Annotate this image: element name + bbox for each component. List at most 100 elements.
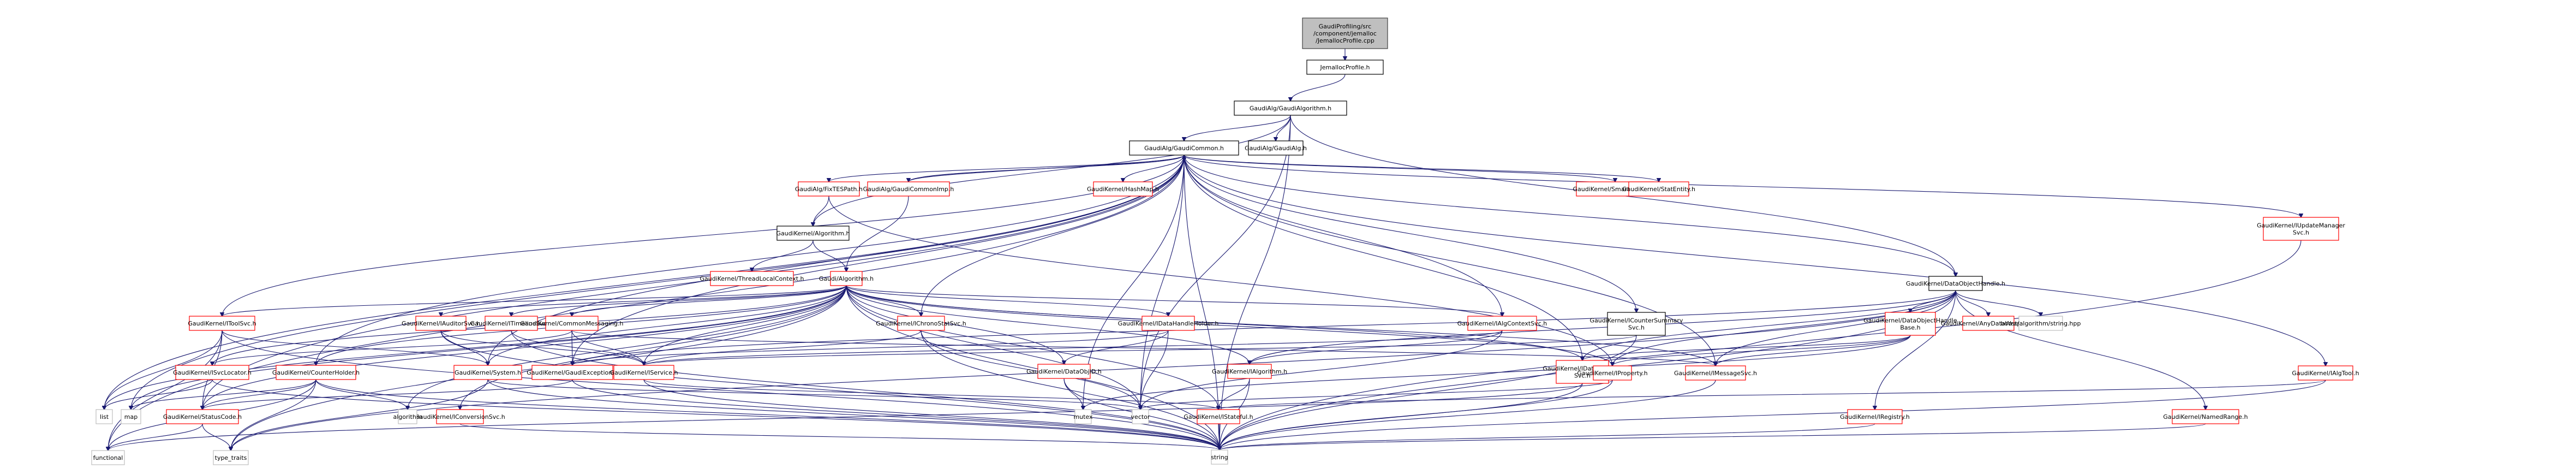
node-box (485, 316, 538, 331)
edge-isvcloc-to-list (104, 379, 213, 410)
node-iservice[interactable]: GaudiKernel/IService.h (610, 365, 678, 380)
edge-iauditorsvc-to-string (440, 330, 1220, 450)
node-gcommon[interactable]: GaudiAlg/GaudiCommon.h (1129, 140, 1239, 156)
node-ichrono[interactable]: GaudiKernel/IChronoStatSvc.h (876, 316, 966, 331)
node-galg[interactable]: GaudiAlg/GaudiAlg.h (1245, 140, 1307, 156)
node-istateful[interactable]: GaudiKernel/IStateful.h (1184, 409, 1253, 424)
edge-galgorithm-to-ialgctx (846, 285, 1502, 316)
node-jprof_h[interactable]: JemallocProfile.h (1306, 60, 1384, 75)
edge-counterholder-to-statuscode (202, 379, 316, 410)
node-tlc[interactable]: GaudiKernel/ThreadLocalContext.h (700, 271, 804, 286)
node-label: GaudiKernel/ISvcLocator.h (173, 369, 252, 376)
edge-gcommon-to-mutex (1083, 155, 1185, 410)
node-dohandle[interactable]: GaudiKernel/DataObjectHandle.h (1906, 276, 2005, 291)
edge-jprof_h-to-galgo (1290, 74, 1346, 101)
node-box (1607, 312, 1666, 336)
node-box (166, 409, 239, 424)
edge-galgorithm-to-map (131, 285, 847, 410)
node-box (1962, 316, 2015, 331)
node-label: GaudiKernel/IUpdateManager (2257, 222, 2345, 229)
node-anydata[interactable]: GaudiKernel/AnyDataWrapper.h (1941, 316, 2036, 331)
edge-galgorithm-to-itimelinesvc (511, 285, 847, 316)
node-label: JemallocProfile.h (1319, 64, 1370, 71)
edge-statuscode-to-type_traits (202, 423, 231, 451)
node-itimelinesvc[interactable]: GaudiKernel/ITimelineSvc.h (470, 316, 553, 331)
node-itoolsvc[interactable]: GaudiKernel/IToolSvc.h (188, 316, 256, 331)
node-label: GaudiKernel/StatusCode.h (163, 413, 242, 420)
node-statentity[interactable]: GaudiKernel/StatEntity.h (1622, 181, 1695, 197)
edge-gcommon-to-statuscode (202, 155, 1185, 410)
node-label: list (100, 413, 109, 420)
node-dataobjid[interactable]: GaudiKernel/DataObjID.h (1026, 364, 1102, 379)
node-box (436, 409, 484, 424)
edge-gcommonimp-to-galgorithm (846, 196, 909, 271)
node-label: GaudiKernel/CommonMessaging.h (520, 320, 623, 327)
node-box (415, 316, 467, 331)
node-box (1467, 316, 1537, 331)
node-isvcloc[interactable]: GaudiKernel/ISvcLocator.h (173, 365, 252, 380)
edge-system-to-string (487, 379, 1220, 450)
node-label: GaudiKernel/IRegistry.h (1840, 413, 1910, 420)
node-statuscode[interactable]: GaudiKernel/StatusCode.h (163, 409, 242, 424)
node-iauditorsvc[interactable]: GaudiKernel/IAuditorSvc.h (402, 316, 480, 331)
edge-iconvsvc-to-string (459, 423, 1220, 450)
node-ialgorithm[interactable]: GaudiKernel/IAlgorithm.h (1212, 364, 1287, 379)
node-box (1141, 316, 1195, 331)
node-counterholder[interactable]: GaudiKernel/CounterHolder.h (272, 365, 360, 380)
node-galgo[interactable]: GaudiAlg/GaudiAlgorithm.h (1234, 100, 1347, 116)
edge-iupdmgr-to-string (1220, 240, 2302, 450)
node-box (1129, 140, 1239, 156)
edge-galgorithm-to-imsgsvc (846, 285, 1716, 366)
node-commonmsg[interactable]: GaudiKernel/CommonMessaging.h (520, 316, 624, 331)
node-iregistry[interactable]: GaudiKernel/IRegistry.h (1840, 409, 1910, 424)
node-label: GaudiKernel/IProperty.h (1577, 370, 1647, 377)
node-box (121, 409, 141, 424)
node-box (189, 316, 255, 331)
edge-gcommon-to-itoolsvc (222, 155, 1185, 316)
edge-imsgsvc-to-string (1220, 380, 1716, 450)
node-box (398, 409, 417, 424)
node-gcommonimp[interactable]: GaudiAlg/GaudiCommonImp.h (863, 181, 954, 197)
edge-galgorithm-to-idhh (846, 285, 1168, 316)
node-box (710, 271, 794, 286)
node-box (1593, 365, 1632, 381)
node-iconvsvc[interactable]: GaudiKernel/IConversionSvc.h (415, 409, 505, 424)
node-iproperty[interactable]: GaudiKernel/IProperty.h (1577, 365, 1648, 381)
node-label: GaudiKernel/CounterHolder.h (272, 369, 360, 376)
edge-gcommon-to-ialgctx (1184, 155, 1502, 316)
node-system[interactable]: GaudiKernel/System.h (453, 365, 522, 380)
edge-counterholder-to-algorithm (315, 379, 408, 410)
node-label: GaudiKernel/IChronoStatSvc.h (876, 320, 966, 327)
node-label: GaudiKernel/IMessageSvc.h (1674, 370, 1757, 377)
node-boostalgo: boost/algorithm/string.hpp (2001, 316, 2081, 331)
edge-dohandle-to-ialgorithm (1250, 290, 1956, 364)
node-box (1628, 181, 1689, 197)
node-label: GaudiKernel/DataObjectHandle.h (1906, 280, 2005, 287)
node-label: GaudiKernel/ITimelineSvc.h (470, 320, 553, 327)
node-root[interactable]: GaudiProfiling/src/component/jemalloc/Je… (1302, 17, 1388, 49)
node-idhh[interactable]: GaudiKernel/IDataHandleHolder.h (1118, 316, 1219, 331)
edge-galgorithm-to-system (488, 285, 847, 365)
node-ialgctx[interactable]: GaudiKernel/IAlgContextSvc.h (1457, 316, 1547, 331)
node-fixtes[interactable]: GaudiAlg/FixTESPath.h (795, 181, 863, 197)
edge-ialgctx-to-iservice (644, 330, 1503, 365)
nodes-layer: GaudiProfiling/src/component/jemalloc/Je… (91, 17, 2359, 465)
node-label: GaudiKernel/IConversionSvc.h (415, 413, 505, 420)
node-label: Gaudi/Algorithm.h (819, 275, 874, 282)
node-ialgtool[interactable]: GaudiKernel/IAlgTool.h (2292, 365, 2359, 381)
node-kalgorithm[interactable]: GaudiKernel/Algorithm.h (776, 226, 850, 241)
edge-ichrono-to-vector (921, 330, 1140, 410)
node-namedrange[interactable]: GaudiKernel/NamedRange.h (2163, 409, 2248, 424)
node-gexception[interactable]: GaudiKernel/GaudiException.h (527, 365, 618, 380)
edge-ichrono-to-iservice (644, 330, 922, 365)
node-hashmap[interactable]: GaudiKernel/HashMap.h (1087, 181, 1159, 197)
edge-galgo-to-gcommon (1184, 115, 1291, 141)
node-label: GaudiKernel/System.h (455, 369, 521, 376)
node-imsgsvc[interactable]: GaudiKernel/IMessageSvc.h (1674, 365, 1757, 381)
edge-counterholder-to-string (315, 379, 1220, 450)
node-galgorithm[interactable]: Gaudi/Algorithm.h (819, 271, 874, 286)
